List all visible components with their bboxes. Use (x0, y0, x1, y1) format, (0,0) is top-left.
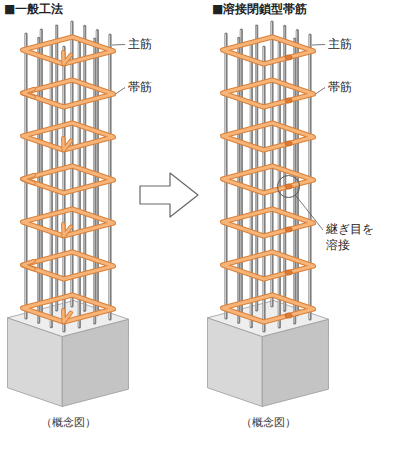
part-label: 主筋 (128, 37, 152, 52)
hook (23, 175, 34, 183)
main-bar (237, 38, 240, 322)
section-heading: ■一般工法 (4, 2, 63, 17)
part-label: 帯筋 (328, 80, 352, 95)
main-bar (262, 47, 265, 331)
main-bar-highlight (94, 39, 95, 323)
callout-label: 継ぎ目を 溶接 (326, 222, 376, 253)
hoop (223, 209, 314, 236)
hook-outline (63, 52, 71, 64)
leader-line (295, 195, 323, 230)
weld-mark (285, 270, 292, 275)
hoop (23, 123, 114, 150)
transition-arrow (140, 173, 198, 217)
hoop (23, 166, 114, 193)
main-bar (37, 38, 40, 322)
main-bar (293, 39, 296, 323)
hook (23, 89, 34, 97)
hook (63, 52, 71, 64)
hoop-outline (223, 37, 314, 64)
hoop (223, 252, 314, 279)
hoop (223, 80, 314, 107)
hook-outline (23, 89, 34, 97)
hoop (223, 123, 314, 150)
hook-outline (23, 175, 34, 183)
column-figure (208, 22, 329, 407)
hook (63, 138, 71, 150)
weld-mark (285, 313, 292, 318)
callout-circle (278, 176, 300, 198)
weld-mark (285, 141, 292, 146)
hoop-outline (223, 209, 314, 236)
leader-line (312, 44, 325, 46)
main-bar-highlight (263, 47, 264, 331)
figure-caption: （概念図） (241, 416, 296, 430)
hoop-outline (23, 37, 114, 64)
hook-outline (63, 138, 71, 150)
hoop (223, 295, 314, 322)
main-bar-highlight (63, 47, 64, 331)
hoop (223, 37, 314, 64)
hook-outline (63, 310, 71, 322)
column-figure (8, 22, 129, 407)
hook (63, 224, 71, 236)
hoop-outline (23, 295, 114, 322)
leader-line (112, 44, 125, 46)
main-bar (278, 43, 281, 327)
hoop (23, 37, 114, 64)
weld-mark (285, 55, 292, 60)
hoop-outline (223, 295, 314, 322)
section-heading: ■溶接閉鎖型帯筋 (212, 2, 307, 17)
hoop-outline (23, 166, 114, 193)
hook (23, 261, 34, 269)
hook (63, 310, 71, 322)
weld-mark (285, 184, 292, 189)
part-label: 主筋 (328, 37, 352, 52)
leader-line (316, 88, 326, 95)
hoop (23, 209, 114, 236)
hoop (23, 252, 114, 279)
main-bar (78, 43, 81, 327)
weld-mark (285, 98, 292, 103)
main-bar (62, 47, 65, 331)
weld-mark (285, 227, 292, 232)
main-bar-highlight (278, 43, 279, 327)
leader-line (116, 88, 126, 95)
part-label: 帯筋 (128, 80, 152, 95)
hoop-outline (23, 252, 114, 279)
figure-caption: （概念図） (41, 416, 96, 430)
hoop-outline (223, 123, 314, 150)
hoop (23, 295, 114, 322)
main-bar (93, 39, 96, 323)
main-bar-highlight (294, 39, 295, 323)
hoop-outline (23, 80, 114, 107)
main-bar-highlight (238, 38, 239, 322)
hoop (23, 80, 114, 107)
main-bar-highlight (78, 43, 79, 327)
hook-outline (23, 261, 34, 269)
hook-outline (63, 224, 71, 236)
main-bar-highlight (38, 38, 39, 322)
hoop-outline (223, 80, 314, 107)
leader-lines (112, 45, 325, 231)
hoop-outline (223, 252, 314, 279)
hoop-outline (23, 209, 114, 236)
hoop-outline (23, 123, 114, 150)
